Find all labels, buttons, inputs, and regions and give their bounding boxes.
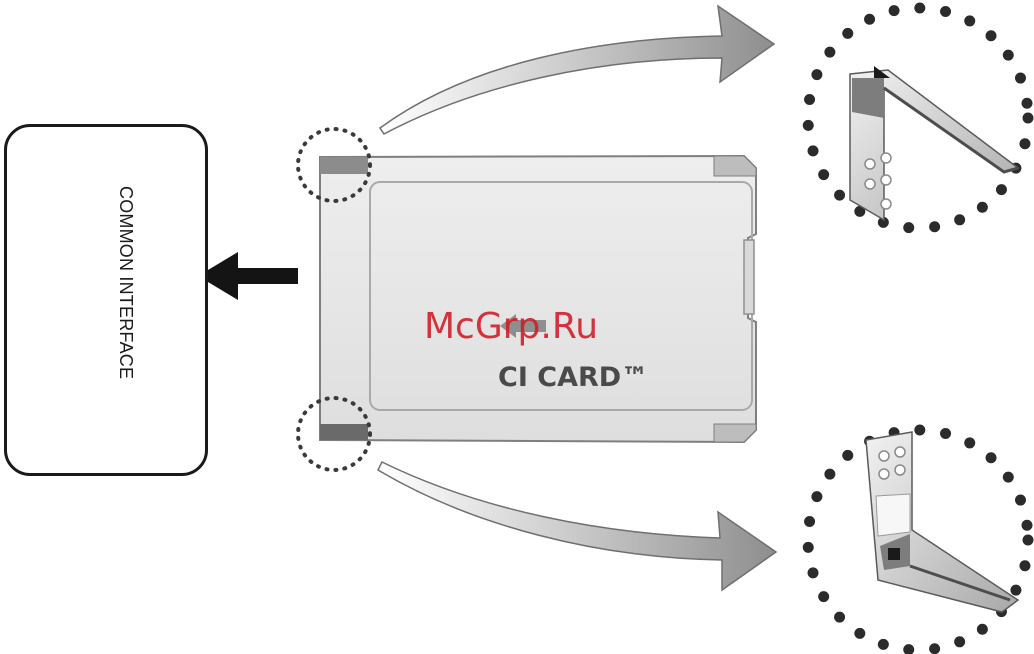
ci-card — [320, 156, 756, 442]
detail-top-corner — [808, 8, 1028, 228]
curved-arrow-top-icon — [380, 6, 774, 134]
watermark: McGrp.Ru — [424, 306, 598, 347]
common-interface-label: COMMON INTERFACE — [114, 186, 138, 406]
detail-bottom-corner — [808, 430, 1028, 650]
ci-card-label: CI CARD™ — [498, 362, 648, 393]
insertion-arrow-icon — [198, 252, 298, 300]
curved-arrow-bottom-icon — [378, 462, 776, 590]
common-interface-panel — [4, 124, 208, 476]
